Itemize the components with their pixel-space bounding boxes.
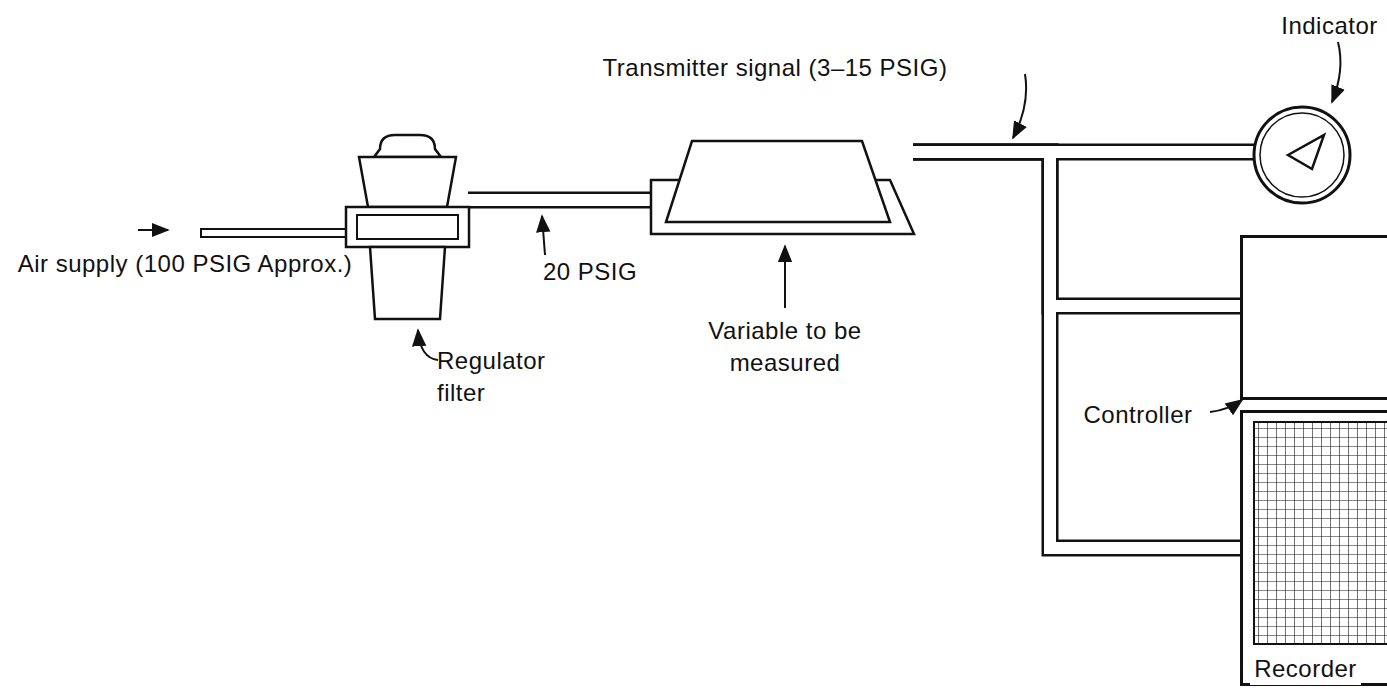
leader-line: [1210, 400, 1242, 412]
leader-line: [542, 216, 545, 255]
recorder-shape: [1240, 410, 1387, 689]
pipe-connector: [913, 152, 1242, 548]
transmitter: Variable to be measured: [650, 140, 915, 235]
pipe-connector: [468, 194, 652, 206]
leader-line: [418, 330, 438, 360]
air-arrow: [138, 229, 168, 231]
leader-line: [1013, 74, 1026, 138]
regulator-filter: Regulator filter: [345, 135, 470, 320]
supply-label: Air supply (100 PSIG Approx.): [0, 248, 370, 280]
air-pipe: [200, 233, 348, 234]
regulator-filter-shape: [345, 135, 470, 320]
indicator-shape: [1252, 105, 1352, 205]
controller-shape: [1240, 235, 1387, 400]
transmitter-shape: [650, 140, 915, 235]
pipe-connector: [913, 152, 1242, 548]
callout-label: Indicator: [1272, 10, 1387, 42]
callout-label: Variable to be measured: [665, 315, 905, 380]
leader-line: [1332, 42, 1340, 102]
indicator: Indicator: [1252, 105, 1352, 205]
controller: Controller: [1240, 235, 1387, 400]
callout-label: Recorder: [1250, 653, 1361, 685]
callout-label: Regulator filter: [437, 345, 577, 410]
pipe-connector: [913, 152, 1242, 306]
pipe-connector: [913, 152, 1242, 306]
signal-label: 20 PSIG: [505, 256, 675, 288]
callout-label: Controller: [1068, 399, 1208, 431]
recorder: Recorder: [1240, 410, 1387, 689]
signal-label: Transmitter signal (3–15 PSIG): [520, 52, 1030, 84]
leader-line: [784, 246, 786, 308]
pipe-connector: [468, 192, 652, 209]
